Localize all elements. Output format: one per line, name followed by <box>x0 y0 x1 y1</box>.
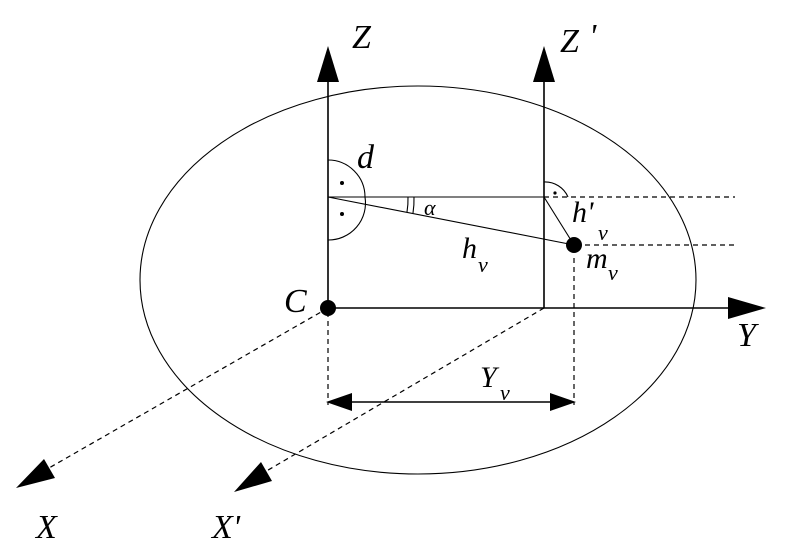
right-angle-arc-upper <box>327 159 366 198</box>
right-angle-dot-lower <box>340 212 344 216</box>
distance-label: d <box>357 139 375 176</box>
x-prime-axis-arrowhead <box>234 462 272 492</box>
alpha-arc-1 <box>406 196 409 213</box>
m-nu-label: m <box>586 242 608 275</box>
y-nu-label: Y <box>480 361 500 394</box>
center-label: C <box>284 283 307 320</box>
y-axis-label: Y <box>737 317 759 354</box>
z-prime-axis-arrowhead <box>533 46 555 82</box>
body-ellipse <box>139 85 697 475</box>
x-prime-axis-dashed-line <box>257 307 545 477</box>
x-axis-dashed-line <box>41 307 329 473</box>
y-nu-arrowhead-right <box>550 393 576 411</box>
alpha-arc-2 <box>412 196 415 214</box>
h-nu-line <box>327 196 575 246</box>
right-angle-arc-lower <box>327 196 367 241</box>
x-axis-arrowhead <box>16 459 55 488</box>
h-nu-subscript: ν <box>478 252 488 277</box>
h-prime-nu-line <box>543 196 575 246</box>
center-point-c <box>320 300 336 316</box>
x-axis-label: X <box>34 509 58 546</box>
x-prime-axis-label: X' <box>210 509 241 546</box>
h-prime-nu-label: h' <box>572 196 594 229</box>
z-axis-arrowhead <box>317 46 339 82</box>
y-nu-subscript: ν <box>500 380 510 405</box>
right-angle-arc-zprime <box>543 181 569 198</box>
y-nu-arrowhead-left <box>326 393 352 411</box>
m-nu-subscript: ν <box>608 260 618 285</box>
z-axis-label: Z <box>352 19 372 56</box>
angle-label: α <box>424 195 436 220</box>
right-angle-dot-upper <box>340 181 344 185</box>
y-axis-arrowhead <box>728 297 766 319</box>
right-angle-dot-zprime <box>553 191 557 195</box>
h-prime-nu-subscript: ν <box>598 220 608 245</box>
point-m-nu <box>566 237 582 253</box>
z-prime-mark: ' <box>589 18 597 55</box>
z-prime-axis-label: Z <box>560 23 580 60</box>
h-nu-label: h <box>462 232 477 265</box>
